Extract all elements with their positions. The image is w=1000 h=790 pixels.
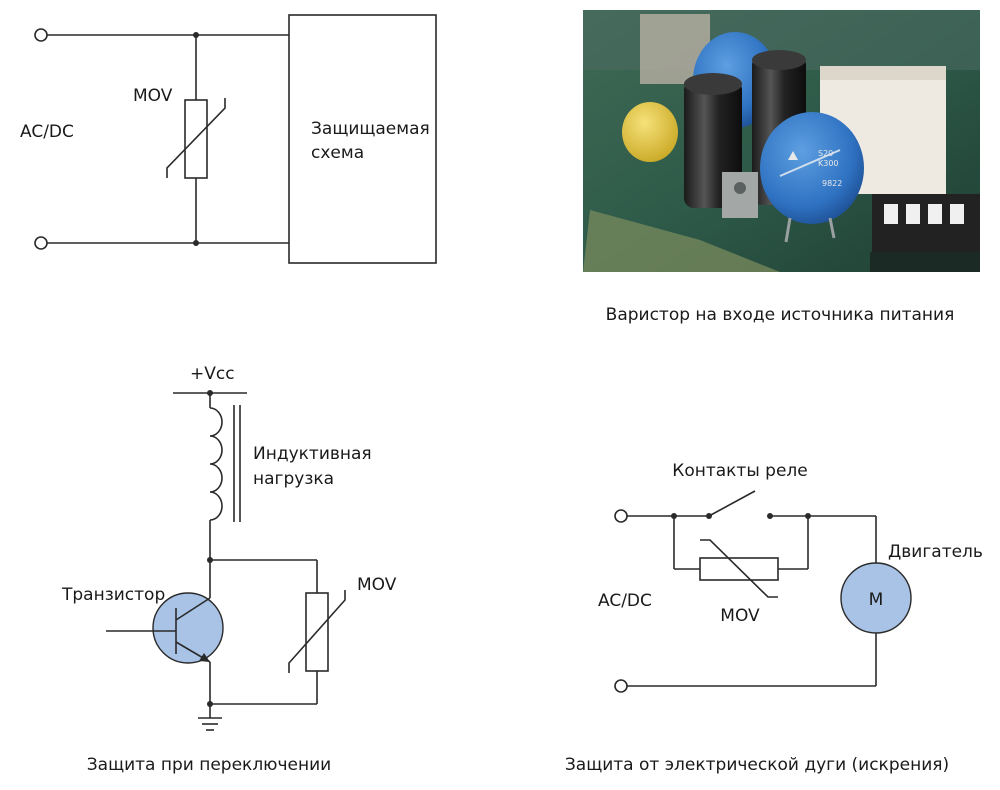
relay-contact-blade xyxy=(708,490,756,517)
protected-circuit-box xyxy=(288,14,437,264)
varistor-marking-line2: K300 xyxy=(818,159,839,168)
motor-symbol-letter: M xyxy=(869,590,884,610)
circuit-arc-protection: Контакты реле AC/DC MOV Двигатель M xyxy=(598,461,983,693)
source-label: AC/DC xyxy=(20,122,74,142)
junction-dot xyxy=(207,390,213,396)
junction-dot xyxy=(207,701,213,707)
varistor-label: MOV xyxy=(133,86,173,106)
varistor-lead xyxy=(784,217,792,243)
transistor-collector xyxy=(175,597,211,621)
dip-switch-toggle xyxy=(884,204,898,224)
blue-varistor-front xyxy=(760,112,864,224)
black-inductor-left-top xyxy=(684,73,742,95)
varistor-marking-line3: 9822 xyxy=(822,179,842,188)
metal-tab-connector xyxy=(722,172,758,218)
white-relay-top xyxy=(820,66,946,80)
load-label-line2: схема xyxy=(311,143,364,163)
varistor-label: MOV xyxy=(720,606,760,626)
junction-dot xyxy=(193,32,199,38)
yellow-capacitor xyxy=(622,102,678,162)
contacts-label: Контакты реле xyxy=(672,461,807,481)
pcb-silkscreen-area xyxy=(583,210,780,272)
dip-switch-toggle xyxy=(950,204,964,224)
varistor-slash xyxy=(700,539,778,598)
terminal-top xyxy=(34,28,48,42)
photo-varistor-on-pcb: S20 K300 9822 xyxy=(583,10,980,272)
supply-label: +Vcc xyxy=(190,364,235,384)
junction-dot xyxy=(193,240,199,246)
transistor-symbol xyxy=(152,592,224,664)
terminal-bottom xyxy=(34,236,48,250)
dip-switch-toggle xyxy=(928,204,942,224)
inductor-label-line2: нагрузка xyxy=(253,469,334,489)
varistor-label: MOV xyxy=(357,575,397,595)
inductor-label-line1: Индуктивная xyxy=(253,444,372,464)
dip-switch-toggle xyxy=(906,204,920,224)
circuit-switching-protection: +Vcc Индуктивная нагрузка Транзистор MOV xyxy=(61,364,397,731)
pcb-connector-strip xyxy=(870,252,980,272)
circuit-protected-load: AC/DC MOV Защищаемая схема xyxy=(20,14,437,264)
source-label: AC/DC xyxy=(598,591,652,611)
varistor-logo xyxy=(788,151,798,160)
switching-caption: Защита при переключении xyxy=(87,755,331,775)
transistor-label: Транзистор xyxy=(61,585,165,605)
arc-caption: Защита от электрической дуги (искрения) xyxy=(565,755,949,775)
varistor-marking-line1: S20 xyxy=(818,149,833,158)
terminal-top xyxy=(614,509,628,523)
motor-label: Двигатель xyxy=(888,542,983,562)
photo-caption: Варистор на входе источника питания xyxy=(606,305,955,325)
varistor-symbol xyxy=(184,99,208,179)
varistor-marking-stripe xyxy=(779,149,841,177)
varistor-slash xyxy=(166,98,226,178)
emitter-arrow xyxy=(199,653,210,662)
connector-hole xyxy=(734,182,746,194)
load-label-line1: Защищаемая xyxy=(311,119,430,139)
varistor-slash xyxy=(288,590,346,673)
inductor-coil xyxy=(209,407,223,521)
varistor-lead xyxy=(828,217,836,239)
terminal-bottom xyxy=(614,679,628,693)
black-inductor-right-top xyxy=(752,50,806,70)
